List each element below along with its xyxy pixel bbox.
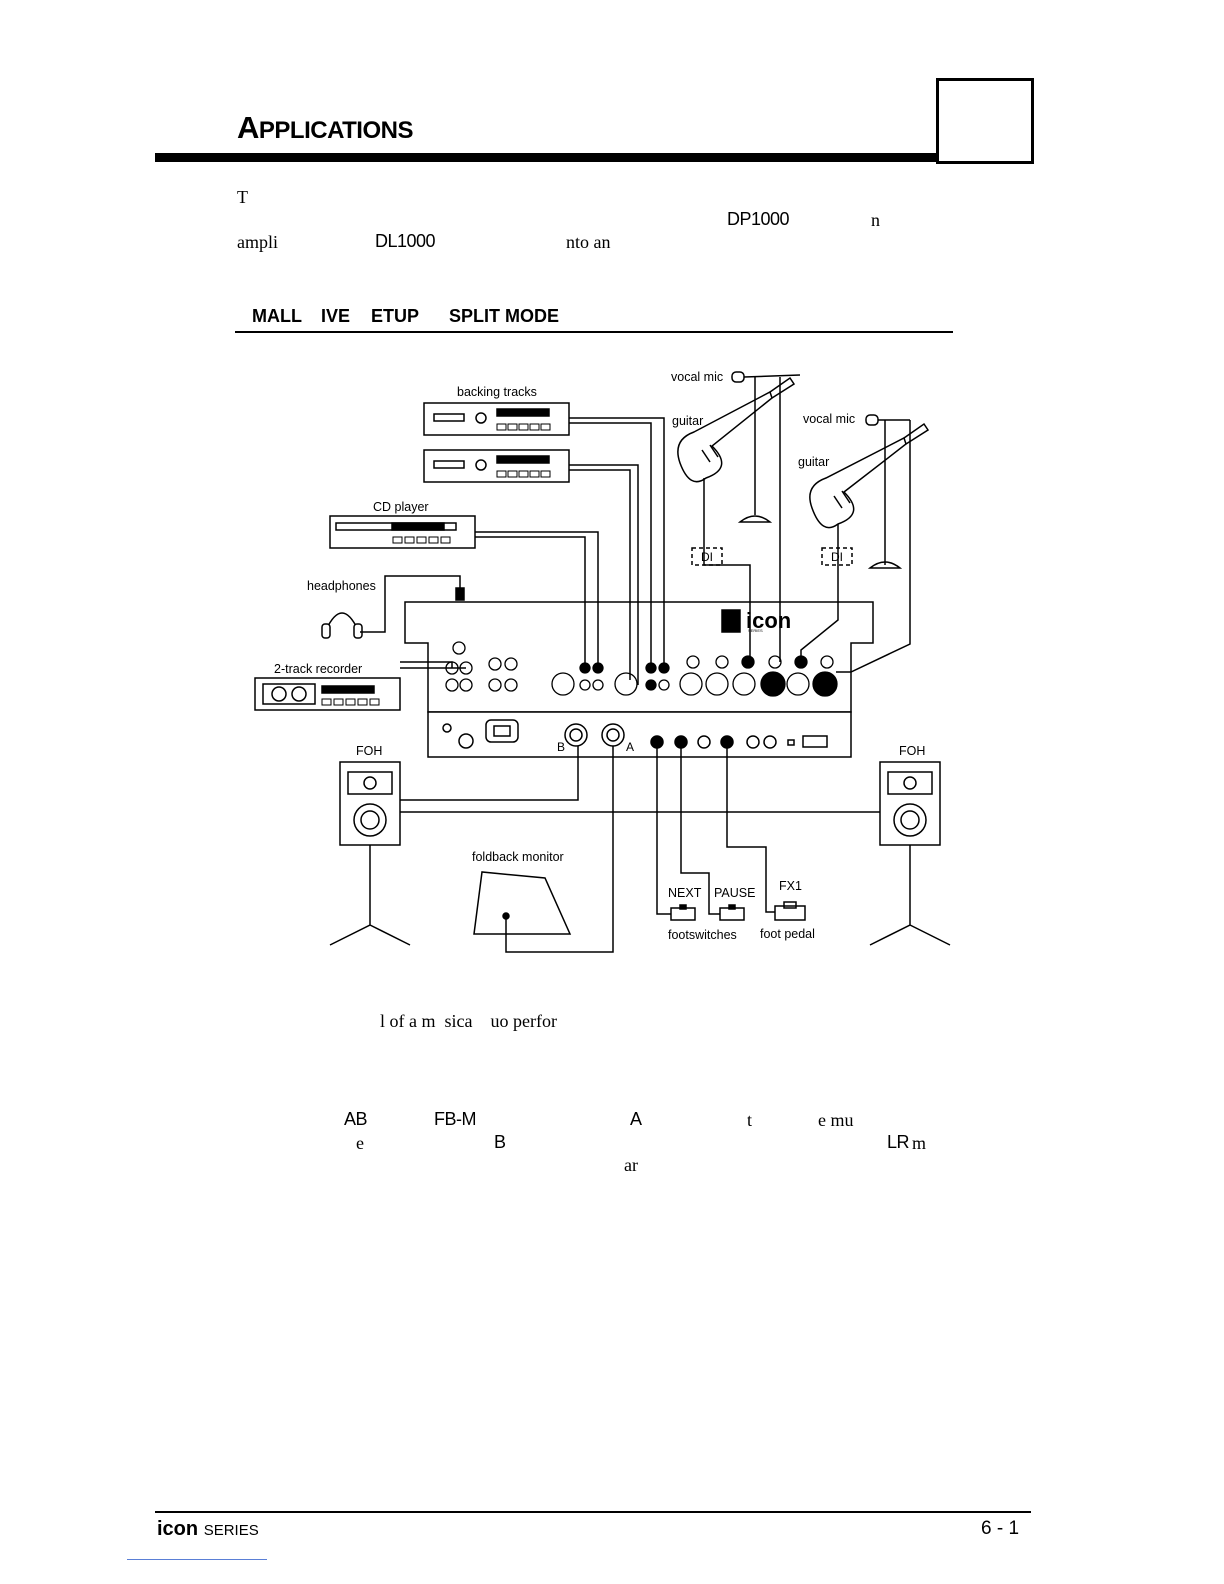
body-fragment: AB	[344, 1109, 368, 1129]
intro-fragment: DP1000	[727, 209, 790, 229]
title-initial: A	[237, 110, 259, 145]
label-pause: PAUSE	[714, 886, 755, 900]
svg-text:DI: DI	[701, 550, 713, 564]
output-a-label: A	[626, 740, 634, 754]
label-foh-right: FOH	[899, 744, 925, 758]
label-two-track-recorder: 2-track recorder	[274, 662, 362, 676]
footswitch-pause	[680, 746, 745, 921]
page-number: 6 - 1	[981, 1518, 1020, 1539]
section-rule	[235, 331, 953, 333]
label-footswitches: footswitches	[668, 928, 737, 942]
intro-fragment: n	[871, 210, 880, 230]
cd-player-unit	[329, 515, 476, 549]
label-fx1: FX1	[779, 879, 802, 893]
mixer-lower-panel: B A	[427, 711, 852, 758]
intro-fragment: DL1000	[375, 231, 436, 251]
heading-part: ETUP	[371, 306, 420, 326]
header-rule	[155, 153, 938, 162]
label-guitar: guitar	[798, 455, 829, 469]
intro-fragment: T	[237, 187, 248, 207]
label-foldback-monitor: foldback monitor	[472, 850, 564, 864]
heading-part: IVE	[320, 306, 350, 326]
body-fragment: e mu	[818, 1110, 854, 1130]
foot-pedal	[726, 746, 806, 921]
label-headphones: headphones	[307, 579, 376, 593]
label-foot-pedal: foot pedal	[760, 927, 815, 941]
svg-text:SERIES: SERIES	[748, 628, 763, 633]
title-rest: PPLICATIONS	[258, 117, 414, 144]
chapter-tab-box	[936, 78, 1034, 164]
backing-track-unit	[423, 449, 570, 483]
section-heading: MALL IVE ETUP SPLIT MODE	[252, 306, 559, 327]
label-backing-tracks: backing tracks	[457, 385, 537, 399]
label-guitar: guitar	[672, 414, 703, 428]
two-track-recorder-unit	[254, 677, 401, 711]
body-fragment: FB-M	[434, 1109, 477, 1129]
link-underline	[127, 1559, 267, 1560]
speaker-right-icon	[869, 761, 951, 946]
speaker-left-icon	[329, 761, 411, 946]
logo: icon SERIES	[721, 608, 791, 633]
heading-part: SPLIT MODE	[449, 306, 560, 326]
body-fragment: LR	[887, 1132, 910, 1152]
body-fragment: t	[747, 1110, 753, 1130]
page-title: APPLICATIONS	[237, 110, 413, 146]
footer-brand: icon SERIES	[157, 1518, 259, 1541]
mic-stand-icon	[731, 371, 801, 662]
body-fragment: e	[356, 1133, 364, 1153]
footswitch-next	[656, 746, 696, 921]
headphones-icon	[321, 575, 465, 639]
body-fragment: A	[630, 1109, 642, 1129]
body-fragment: B	[494, 1132, 506, 1152]
backing-track-unit	[423, 402, 570, 436]
label-foh-left: FOH	[356, 744, 382, 758]
svg-text:DI: DI	[831, 550, 843, 564]
intro-fragment: ampli	[237, 232, 278, 252]
footer-rule	[155, 1511, 1031, 1513]
mixer-rear-panel: icon SERIES	[404, 601, 874, 713]
label-vocal-mic: vocal mic	[803, 412, 855, 426]
label-cd-player: CD player	[373, 500, 429, 514]
footer-series: SERIES	[203, 1522, 259, 1539]
svg-text:icon: icon	[746, 608, 791, 633]
intro-fragment: nto an	[566, 232, 611, 252]
body-fragment: m	[912, 1133, 927, 1153]
footer-brand-name: icon	[157, 1518, 199, 1540]
mic-stand-icon	[836, 414, 911, 673]
label-next: NEXT	[668, 886, 702, 900]
label-vocal-mic: vocal mic	[671, 370, 723, 384]
guitar-icon	[677, 376, 796, 662]
split-mode-setup-diagram: icon SERIES	[254, 370, 951, 953]
output-b-label: B	[557, 740, 565, 754]
di-box	[821, 547, 853, 566]
di-box	[691, 547, 723, 566]
body-fragment: ar	[624, 1155, 638, 1175]
foldback-monitor-icon	[473, 746, 614, 953]
caption-fragment: l of a m sica uo perfor	[380, 1011, 557, 1031]
guitar-icon	[800, 422, 930, 662]
heading-part: MALL	[252, 306, 302, 326]
